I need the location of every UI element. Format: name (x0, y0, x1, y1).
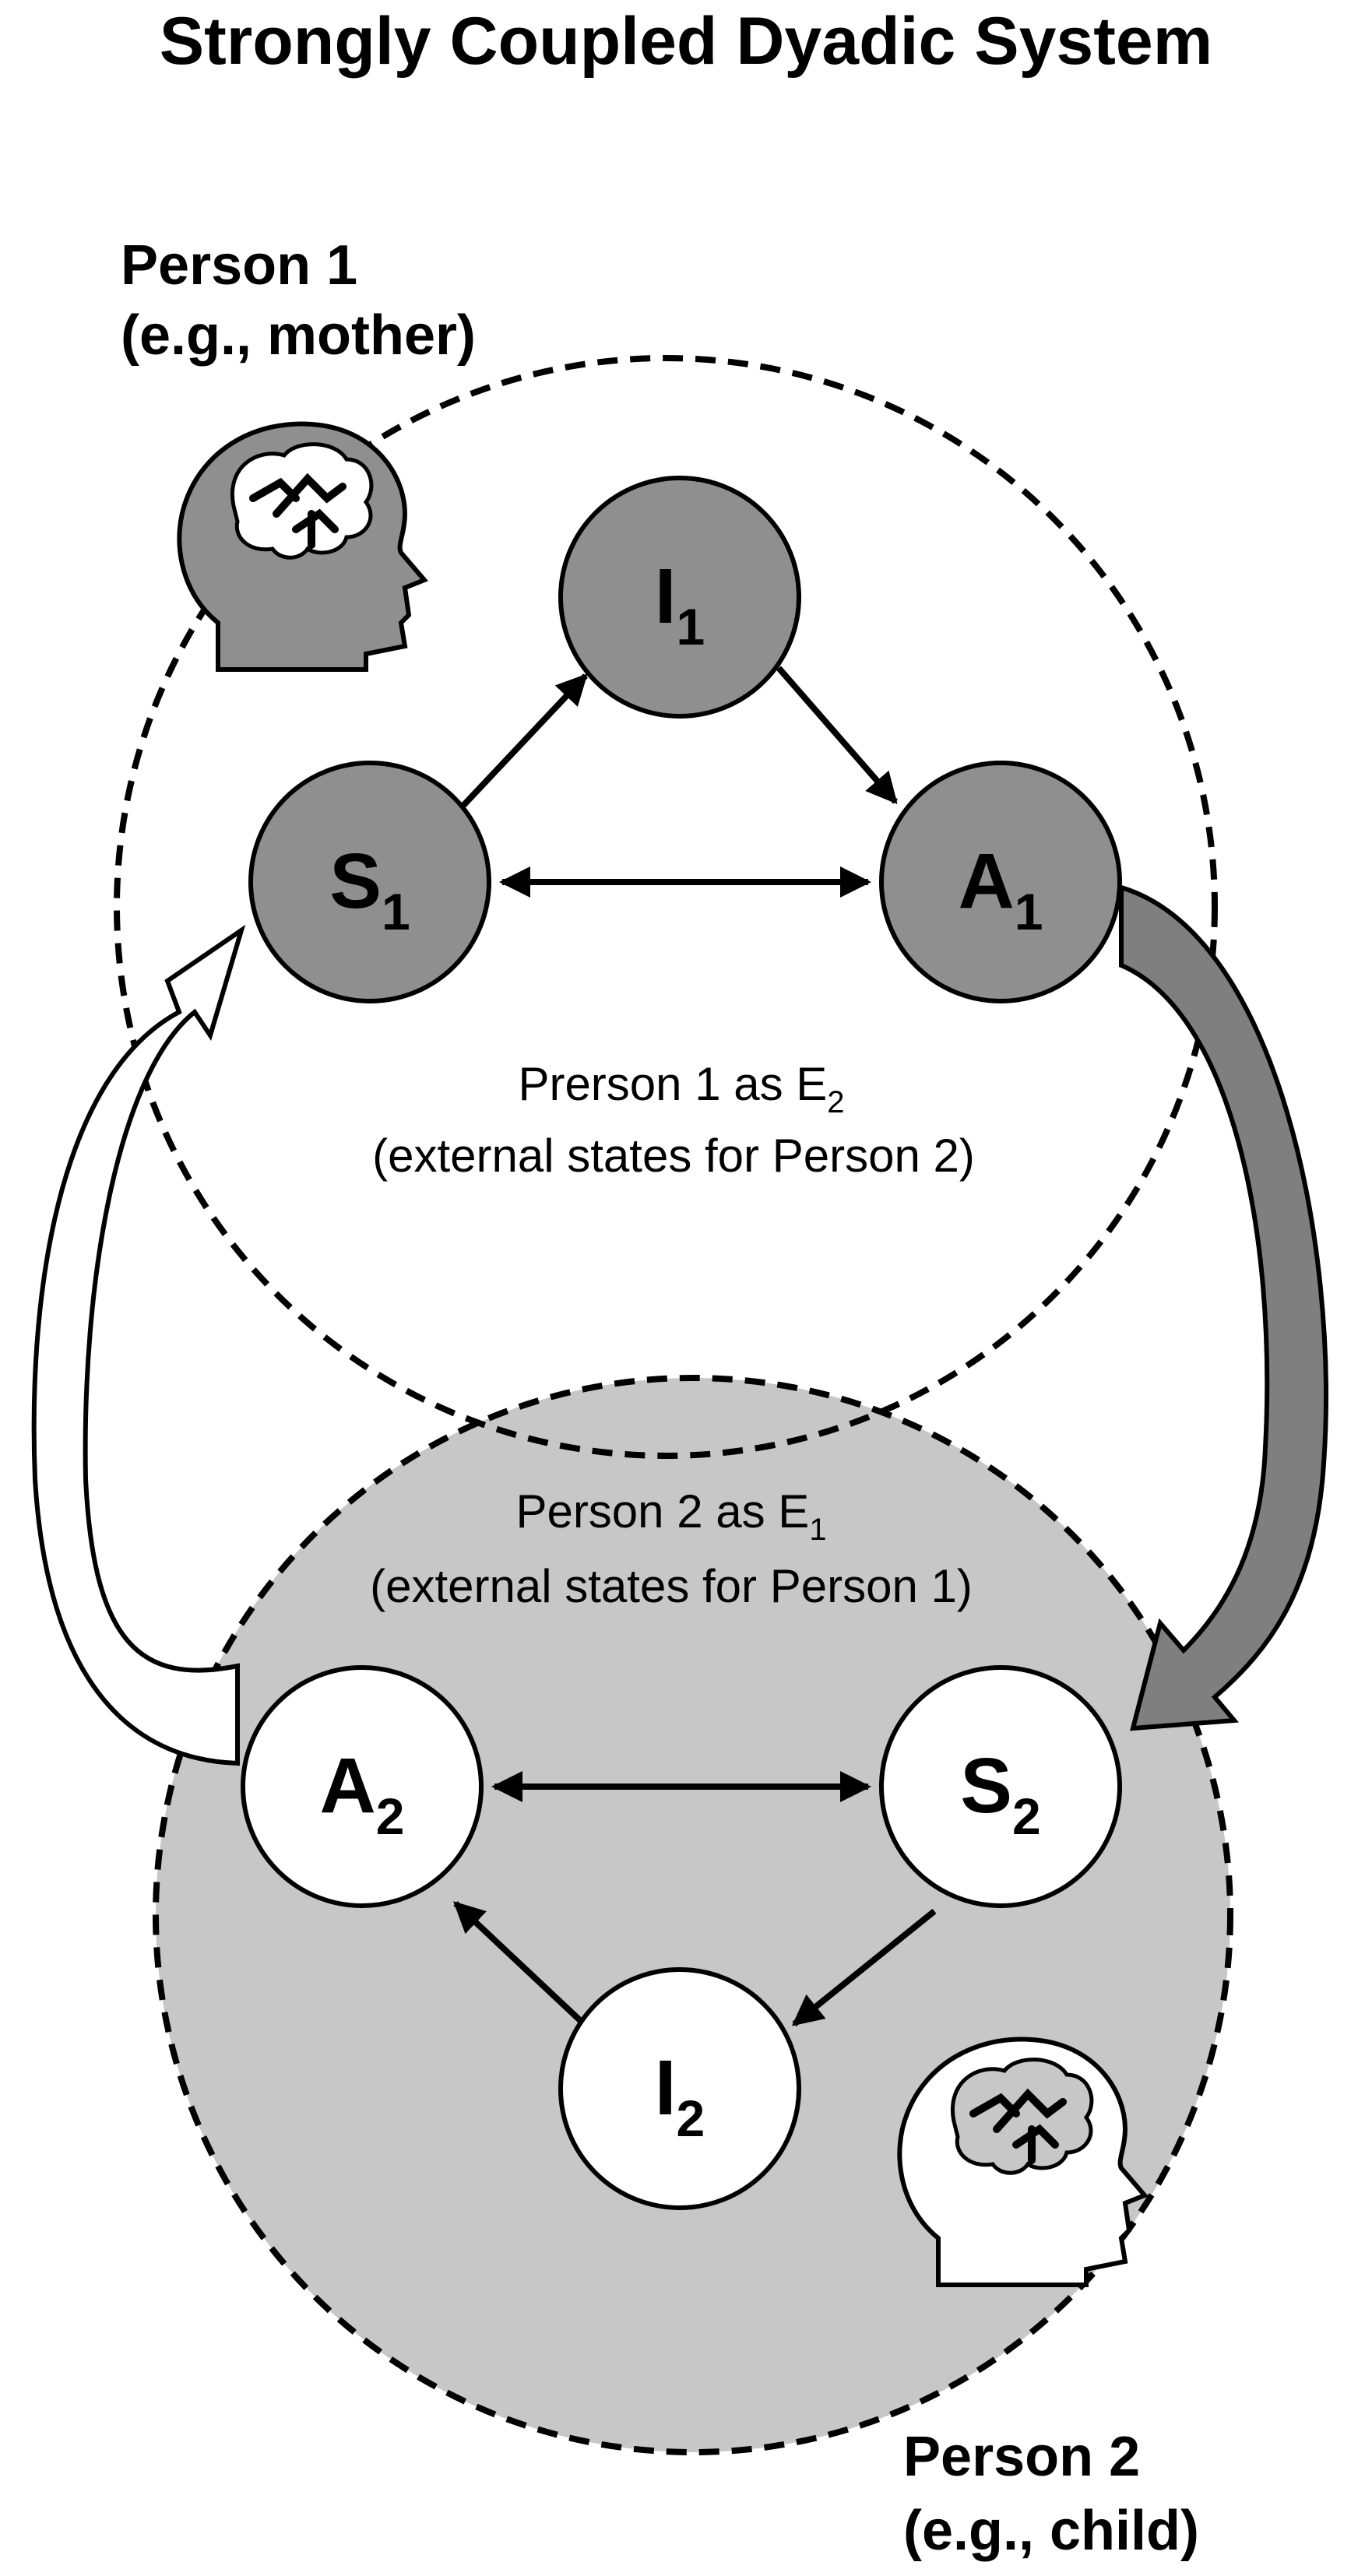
person2-example: (e.g., child) (903, 2500, 1199, 2562)
node-i1: I1 (558, 476, 801, 719)
person1-region-label-line2: (external states for Person 2) (372, 1130, 975, 1182)
arrow-i2-to-a2 (453, 1901, 586, 2026)
person2-region-label: Person 2 as E1 (515, 1485, 826, 1547)
svg-text:S1: S1 (329, 838, 410, 940)
node-a1: A1 (879, 761, 1122, 1003)
person1-region (114, 355, 1218, 1459)
person1-region-label: Prerson 1 as E2 (518, 1058, 844, 1119)
person2-head-brain-icon (897, 2037, 1149, 2287)
person1-example: (e.g., mother) (121, 304, 476, 367)
svg-text:S2: S2 (960, 1742, 1040, 1845)
svg-text:A1: A1 (959, 838, 1043, 940)
svg-text:A2: A2 (320, 1742, 405, 1845)
person2-region (153, 1375, 1233, 2455)
coupling-arrow-a2-to-s1 (31, 924, 246, 1766)
coupling-arrow-a1-to-s2 (1119, 884, 1328, 1731)
person2-region-label-line2: (external states for Person 1) (370, 1560, 973, 1612)
node-a2: A2 (241, 1665, 484, 1908)
node-s2: S2 (879, 1665, 1122, 1908)
node-s1: S1 (248, 761, 491, 1003)
person1-name: Person 1 (121, 234, 357, 297)
person2-name: Person 2 (903, 2426, 1140, 2488)
person1-head-brain-icon (177, 421, 429, 672)
svg-text:I1: I1 (655, 553, 705, 655)
arrow-s1-to-i1 (457, 673, 588, 812)
arrow-i1-to-a1 (776, 666, 899, 805)
arrow-s2-to-i2 (791, 1908, 937, 2027)
diagram-title: Strongly Coupled Dyadic System (160, 4, 1212, 79)
svg-text:I2: I2 (655, 2044, 705, 2147)
node-i2: I2 (558, 1967, 801, 2210)
